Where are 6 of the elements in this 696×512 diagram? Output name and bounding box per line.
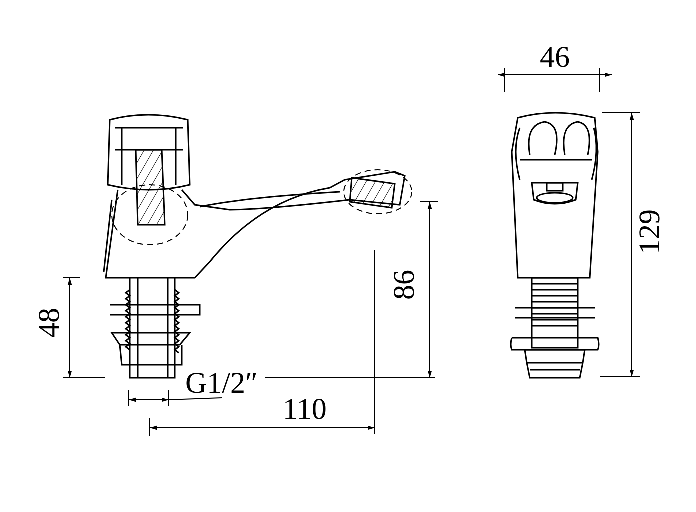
dimension-label: 110 (283, 395, 327, 425)
dimension-label: 48 (35, 308, 65, 338)
dimension-label: 86 (390, 270, 420, 300)
dimension-label: 129 (635, 210, 665, 254)
dimension-label: G1/2″ (186, 369, 258, 399)
dimension-label: 46 (540, 43, 570, 73)
